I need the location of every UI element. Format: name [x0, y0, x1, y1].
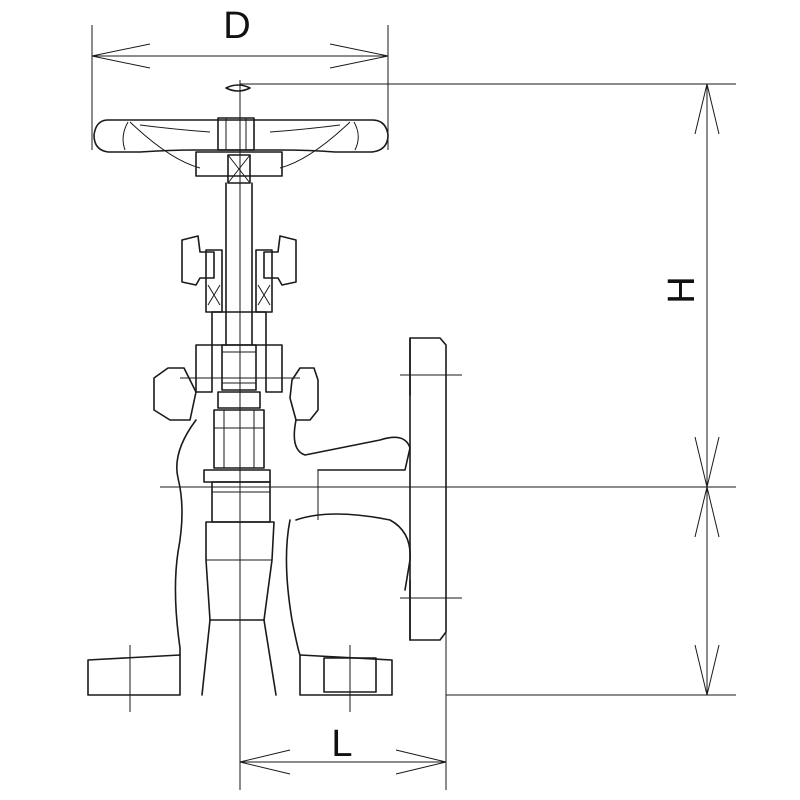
centerlines — [160, 80, 736, 712]
dimension-h: H — [240, 83, 736, 696]
dimension-d: D — [91, 5, 389, 150]
dimension-d-label: D — [223, 5, 250, 47]
dimension-h-label: H — [661, 276, 703, 303]
dimension-l: L — [239, 575, 447, 790]
valve-stem — [213, 182, 265, 469]
handwheel — [93, 84, 389, 184]
gland-assembly — [181, 235, 297, 346]
bottom-flange — [87, 645, 393, 712]
side-flange — [317, 337, 462, 641]
valve-body — [174, 419, 411, 696]
dimension-l-label: L — [331, 723, 352, 765]
